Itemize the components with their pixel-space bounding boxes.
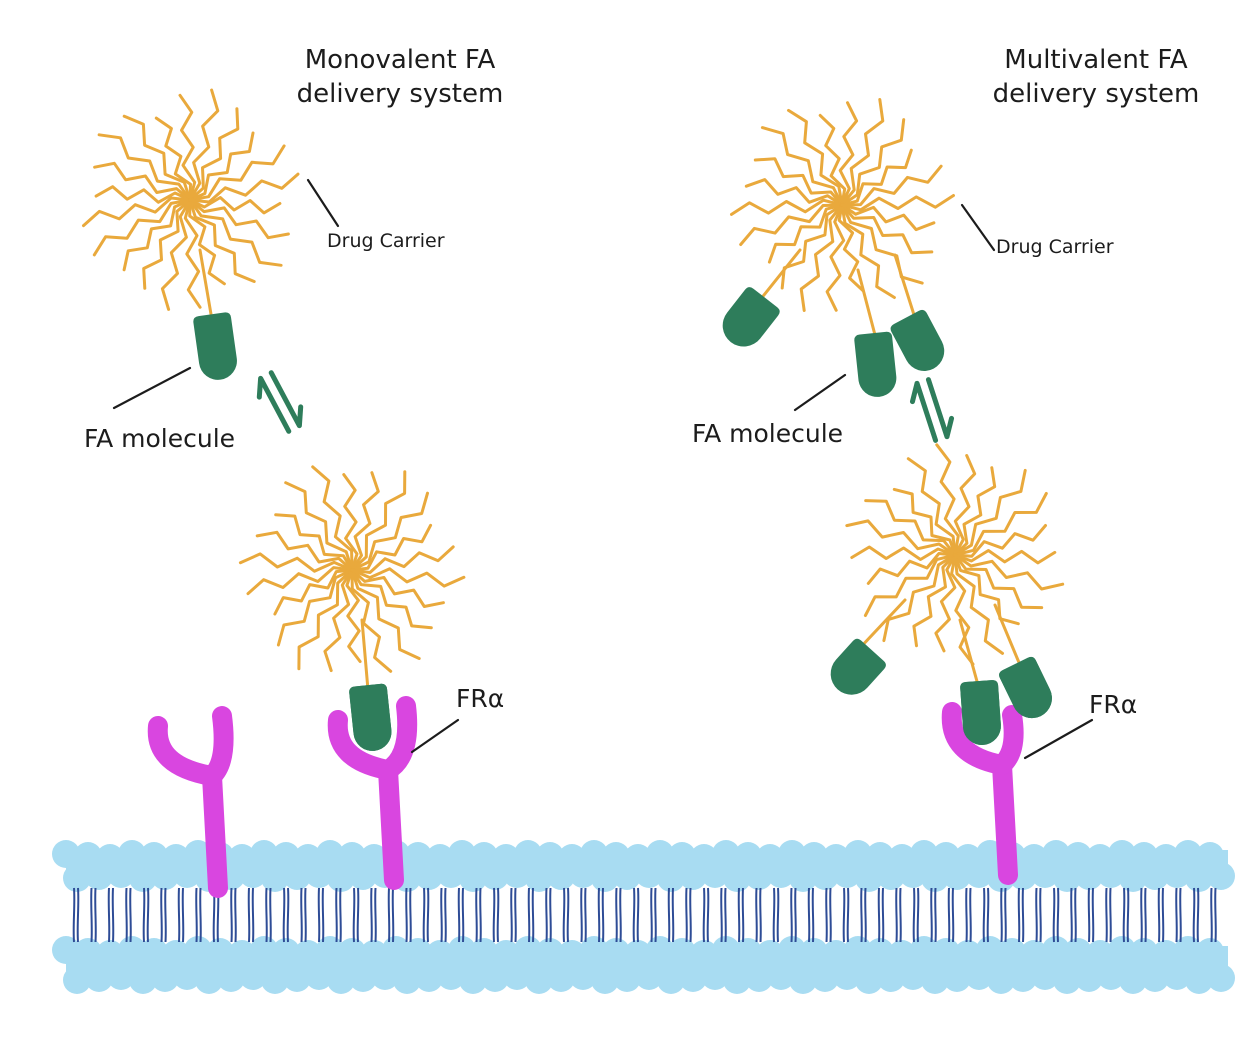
left-title: Monovalent FA delivery system (286, 44, 514, 112)
fa-molecules (193, 287, 1052, 751)
lipid-tails (72, 887, 1217, 943)
left-fa-molecule-icon (193, 312, 237, 380)
right-fa-molecule-label: FA molecule (692, 419, 844, 448)
right-equilibrium-arrows-icon (909, 377, 955, 443)
right-bound-fa-molecule-overlay-1 (960, 680, 1001, 745)
label-leader-lines (112, 178, 1094, 760)
left-receptor-label: FRα (456, 684, 505, 713)
left-fa-molecule-label: FA molecule (84, 424, 236, 453)
left-fa-leader (112, 366, 192, 410)
left-free-receptor-icon (147, 706, 234, 898)
right-fa-molecule-3-icon (890, 309, 945, 371)
left-bottom-drug-carrier-icon (238, 465, 466, 673)
left-bound-fa-molecule-overlay (349, 683, 392, 751)
right-drug-carrier-label: Drug Carrier (996, 236, 1114, 258)
right-fa-molecule-4-icon (830, 638, 886, 695)
right-receptor-leader (1023, 718, 1094, 760)
membrane-inner-leaflet (52, 936, 1235, 994)
right-fa-leader (793, 373, 847, 412)
right-carrier-leader (960, 203, 996, 252)
left-title-line2: delivery system (296, 78, 504, 109)
left-title-line1: Monovalent FA (304, 45, 496, 75)
left-bound-receptor-icon (327, 696, 418, 890)
left-equilibrium-arrows-icon (256, 370, 304, 434)
right-title-line1: Multivalent FA (1004, 45, 1188, 75)
carriers (82, 88, 1065, 692)
lipid-bilayer-icon (52, 840, 1235, 994)
right-bound-receptor-icon (941, 702, 1024, 885)
right-bound-fa-molecule-overlay-2 (999, 656, 1052, 719)
right-receptor-label: FRα (1089, 690, 1138, 719)
membrane-outer-leaflet (52, 840, 1235, 892)
right-title: Multivalent FA delivery system (982, 44, 1210, 112)
left-receptor-leader (410, 718, 460, 754)
right-bottom-drug-carrier-icon (845, 443, 1065, 666)
right-fa-molecule-2-icon (854, 331, 897, 397)
equilibrium-arrows-icon (256, 370, 955, 443)
right-fa-molecule-1-icon (722, 287, 780, 347)
left-drug-carrier-label: Drug Carrier (327, 230, 445, 252)
right-title-line2: delivery system (992, 78, 1200, 109)
left-carrier-leader (306, 178, 340, 228)
receptors (147, 696, 1024, 898)
left-top-drug-carrier-icon (82, 88, 300, 311)
right-top-drug-carrier-icon (730, 98, 955, 312)
